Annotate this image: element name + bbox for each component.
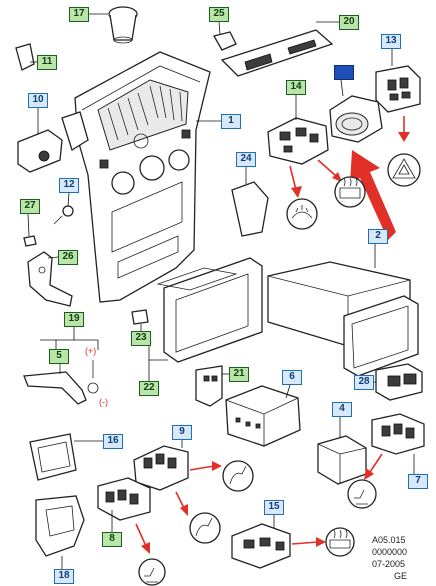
callout-16: 16 — [103, 434, 123, 449]
switch-7 — [371, 413, 425, 455]
bracket-24 — [231, 181, 269, 237]
clip-23 — [131, 309, 149, 325]
drawing-region: GE — [394, 571, 408, 581]
callout-6: 6 — [282, 370, 302, 385]
callout-23: 23 — [131, 331, 151, 346]
callout-4: 4 — [332, 402, 352, 417]
control-module-6 — [225, 385, 301, 447]
callout-2: 2 — [368, 229, 388, 244]
seat-icon-9 — [222, 460, 254, 492]
switch-8 — [97, 477, 151, 521]
callout-12: 12 — [59, 178, 79, 193]
callout-26: 26 — [58, 250, 78, 265]
negative-symbol: (-) — [99, 397, 108, 407]
callout-1: 1 — [221, 114, 241, 129]
positive-symbol: (+) — [85, 346, 96, 356]
callout-28: 28 — [354, 375, 374, 390]
callout-15: 15 — [264, 500, 284, 515]
heated-screen-icon — [286, 198, 318, 230]
callout-19: 19 — [64, 312, 84, 327]
callout-14: 14 — [286, 80, 306, 95]
bracket-11 — [15, 43, 35, 71]
callout-18: 18 — [54, 569, 74, 584]
vent-panel-20 — [220, 29, 334, 77]
switch-9 — [133, 445, 189, 491]
box-4 — [317, 435, 367, 485]
callout-5: 5 — [49, 349, 69, 364]
seat-heater-icon-7 — [347, 479, 377, 509]
callout-27: 27 — [20, 199, 40, 214]
callout-11: 11 — [37, 55, 57, 70]
callout-22: 22 — [139, 381, 159, 396]
callout-24: 24 — [236, 152, 256, 167]
bezel-16 — [29, 433, 77, 481]
switch-14 — [267, 117, 329, 165]
bracket-18 — [35, 495, 85, 557]
switch-13 — [375, 65, 421, 113]
seat-icon-9b — [189, 512, 221, 544]
callout-25: 25 — [209, 7, 229, 22]
callout-8: 8 — [102, 532, 122, 547]
centre-console-panel — [74, 51, 211, 303]
mounting-frame-22 — [156, 257, 263, 363]
callout-highlight — [334, 65, 354, 80]
bracket-21 — [195, 365, 223, 407]
drawing-ref-line2: 0000000 — [372, 547, 408, 557]
switch-28 — [375, 363, 423, 401]
hazard-warning-icon — [387, 153, 421, 187]
left-side-trim — [61, 111, 89, 151]
callout-21: 21 — [229, 367, 249, 382]
clock-module-3 — [329, 95, 383, 143]
heated-rear-window-icon-15 — [325, 527, 355, 557]
callout-10: 10 — [28, 93, 48, 108]
callout-20: 20 — [339, 15, 359, 30]
drawing-ref-line1: A05.015 — [372, 535, 406, 545]
switch-10 — [17, 129, 63, 173]
switch-15 — [231, 523, 291, 569]
drawing-date: 07-2005 — [372, 559, 406, 569]
screw-12 — [53, 205, 74, 225]
side-cover-26 — [27, 251, 73, 307]
seat-heater-icon-8 — [138, 558, 166, 586]
bracket-5 — [23, 360, 99, 405]
leader-lines — [27, 13, 415, 569]
highlight-arrow — [350, 150, 396, 240]
callout-13: 13 — [381, 34, 401, 49]
clip-25 — [213, 31, 237, 51]
cup-holder-cap — [108, 6, 138, 44]
callout-7: 7 — [408, 474, 428, 489]
callout-17: 17 — [69, 7, 89, 22]
clip-27 — [23, 235, 37, 247]
callout-9: 9 — [172, 425, 192, 440]
heated-rear-window-icon — [334, 176, 366, 208]
storage-box-2 — [267, 261, 419, 377]
